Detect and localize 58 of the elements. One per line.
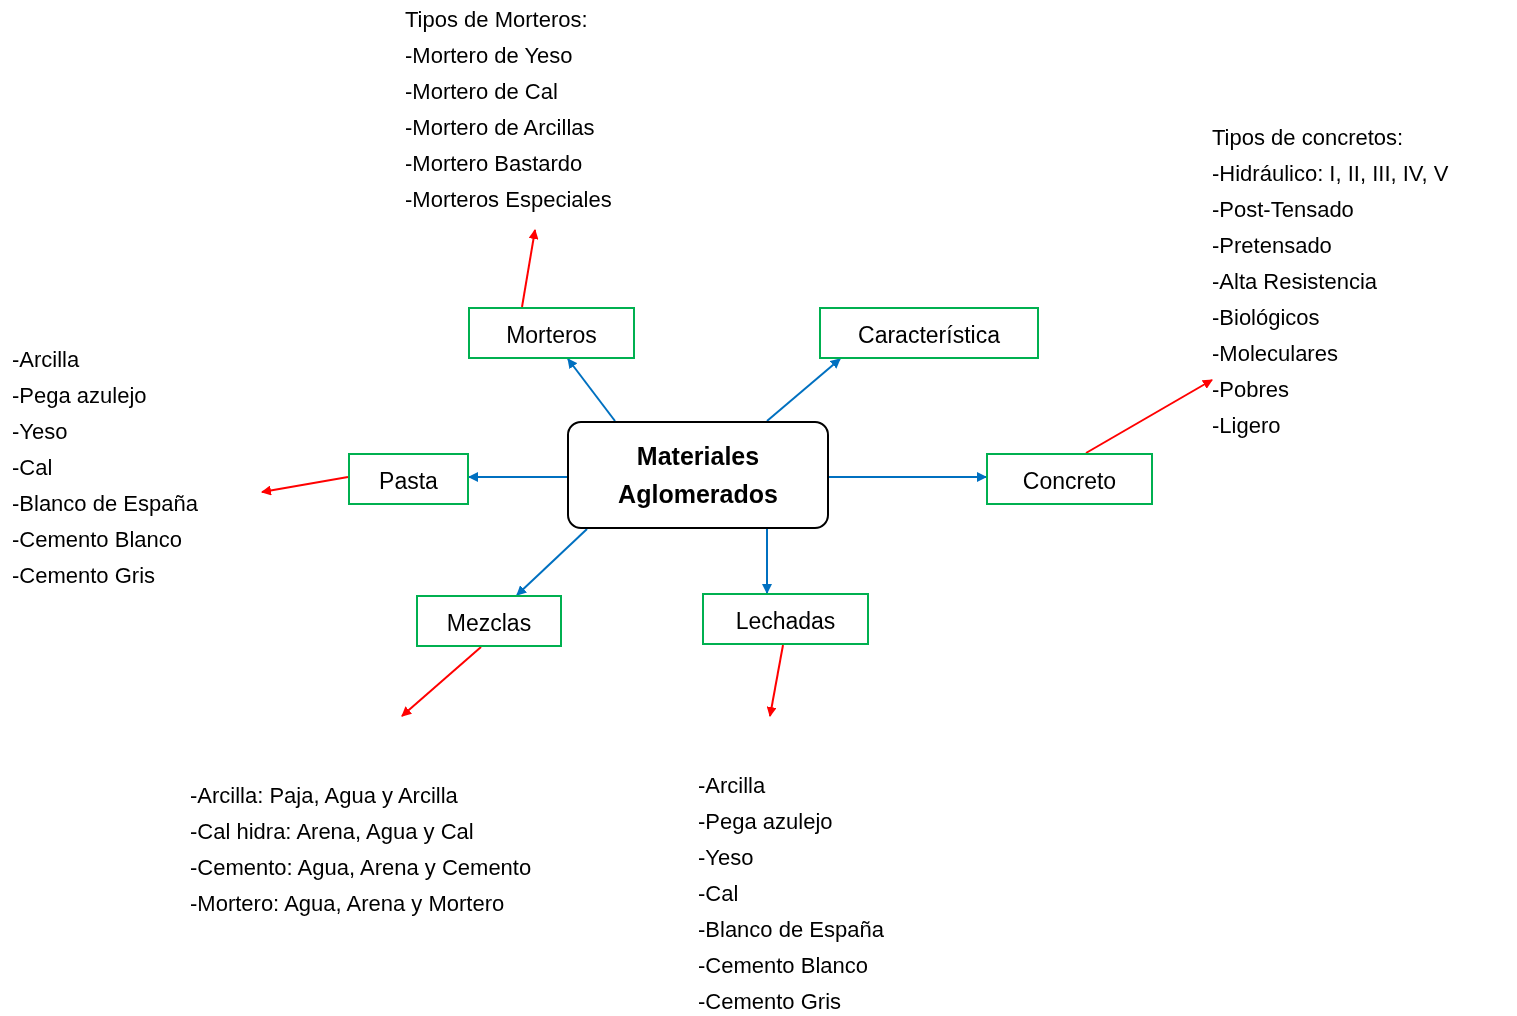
arrow — [567, 358, 616, 422]
node-label: Pasta — [379, 466, 438, 495]
topic-box — [416, 595, 562, 647]
arrow — [261, 476, 349, 496]
list-item: -Pega azulejo — [12, 382, 147, 410]
list-item: -Mortero: Agua, Arena y Mortero — [190, 890, 505, 918]
node-label: Mezclas — [446, 608, 532, 637]
topic-box — [819, 307, 1039, 359]
arrow — [766, 358, 841, 422]
list-item: -Pobres — [1212, 376, 1290, 404]
list-item: -Arcilla — [12, 346, 80, 374]
list-item: -Moleculares — [1212, 340, 1338, 368]
list-item: -Pretensado — [1212, 232, 1332, 260]
list-item: -Cemento Blanco — [698, 952, 868, 980]
arrow — [516, 528, 588, 596]
arrow — [766, 644, 784, 717]
topic-box — [468, 307, 635, 359]
list-item: -Alta Resistencia — [1212, 268, 1378, 296]
topic-box — [348, 453, 469, 505]
arrow — [401, 646, 482, 717]
list-item: -Arcilla — [698, 772, 766, 800]
list-item: -Arcilla: Paja, Agua y Arcilla — [190, 782, 458, 810]
list-item: -Cal — [698, 880, 739, 908]
list-item: -Blanco de España — [12, 490, 198, 518]
list-item: -Biológicos — [1212, 304, 1320, 332]
list-item: -Hidráulico: I, II, III, IV, V — [1212, 160, 1449, 188]
arrow — [828, 472, 987, 482]
list-heading: Tipos de Morteros: — [405, 6, 588, 34]
arrow — [468, 472, 568, 482]
arrow — [521, 229, 539, 308]
central-topic-box — [567, 421, 829, 529]
list-item: -Cemento Gris — [12, 562, 156, 590]
node-label: Morteros — [506, 320, 597, 349]
list-item: -Cemento: Agua, Arena y Cemento — [190, 854, 532, 882]
list-item: -Cal — [12, 454, 53, 482]
list-item: -Mortero Bastardo — [405, 150, 583, 178]
arrow — [1085, 379, 1213, 454]
node-label: Característica — [858, 320, 1000, 349]
topic-box — [702, 593, 869, 645]
topic-box — [986, 453, 1153, 505]
list-item: -Yeso — [12, 418, 68, 446]
list-item: -Post-Tensado — [1212, 196, 1354, 224]
list-item: -Mortero de Arcillas — [405, 114, 595, 142]
list-item: -Cal hidra: Arena, Agua y Cal — [190, 818, 474, 846]
list-item: -Ligero — [1212, 412, 1281, 440]
node-label: Lechadas — [735, 606, 836, 635]
list-heading: Tipos de concretos: — [1212, 124, 1404, 152]
arrow — [762, 528, 772, 594]
node-label: Materiales Aglomerados — [617, 441, 779, 510]
list-item: -Cemento Blanco — [12, 526, 182, 554]
node-label: Concreto — [1022, 466, 1117, 495]
list-item: -Yeso — [698, 844, 754, 872]
list-item: -Morteros Especiales — [405, 186, 612, 214]
list-item: -Mortero de Cal — [405, 78, 558, 106]
list-item: -Mortero de Yeso — [405, 42, 573, 70]
list-item: -Blanco de España — [698, 916, 884, 944]
list-item: -Pega azulejo — [698, 808, 833, 836]
list-item: -Cemento Gris — [698, 988, 842, 1016]
